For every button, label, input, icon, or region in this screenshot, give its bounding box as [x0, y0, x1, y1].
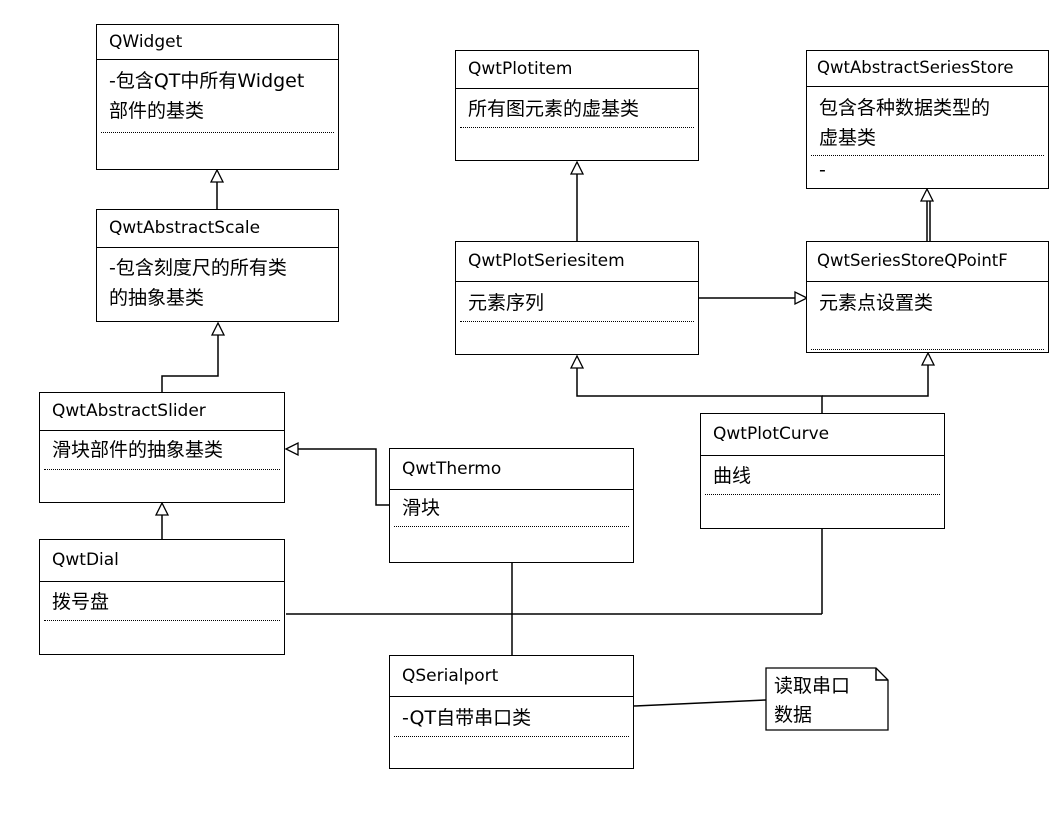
class-qwtplotseriesitem[interactable]: QwtPlotSeriesitem 元素序列 — [455, 241, 699, 355]
note-text: 读取串口 数据 — [774, 675, 851, 726]
section-separator — [394, 526, 629, 527]
class-qwtthermo[interactable]: QwtThermo 滑块 — [389, 448, 634, 563]
section-separator — [460, 321, 694, 322]
inherit-slider-scale — [161, 335, 219, 392]
inherit-arrow-series — [569, 354, 585, 369]
class-qwidget[interactable]: QWidget -包含QT中所有Widget 部件的基类 — [96, 24, 339, 170]
class-method: - — [819, 159, 826, 181]
class-name: QwtDial — [40, 540, 284, 582]
class-qwtseriesstoreqpointf[interactable]: QwtSeriesStoreQPointF 元素点设置类 — [806, 241, 1049, 353]
inherit-arrow-slider-from-thermo — [284, 441, 299, 457]
class-attribute: 滑块 — [402, 497, 441, 519]
class-name: QSerialport — [390, 656, 633, 697]
note-anchor-line — [633, 699, 767, 707]
class-attribute: 曲线 — [713, 465, 752, 487]
section-separator — [394, 736, 629, 737]
class-qwtabstractslider[interactable]: QwtAbstractSlider 滑块部件的抽象基类 — [39, 392, 285, 503]
section-separator — [101, 132, 334, 133]
inherit-curve-store — [822, 365, 929, 397]
inherit-arrow-slider-from-dial — [154, 501, 170, 516]
class-qwtplotcurve[interactable]: QwtPlotCurve 曲线 — [700, 413, 945, 529]
inherit-curve-series — [576, 368, 823, 413]
inherit-thermo-slider — [298, 448, 389, 506]
class-attribute: -QT自带串口类 — [402, 707, 532, 729]
class-name: QwtPlotCurve — [701, 414, 944, 456]
class-attribute: 拨号盘 — [52, 591, 110, 613]
section-separator — [44, 620, 280, 621]
note-shape — [765, 667, 889, 731]
class-name: QwtAbstractScale — [97, 210, 338, 248]
class-name: QwtSeriesStoreQPointF — [807, 242, 1048, 282]
class-qwtdial[interactable]: QwtDial 拨号盘 — [39, 539, 285, 655]
class-qwtabstractseriesstore[interactable]: QwtAbstractSeriesStore 包含各种数据类型的 虚基类 - — [806, 50, 1049, 189]
class-name: QwtThermo — [390, 449, 633, 490]
class-attribute: 包含各种数据类型的 虚基类 — [819, 97, 991, 149]
section-separator — [811, 349, 1044, 350]
section-separator — [460, 127, 694, 128]
class-attribute: 元素点设置类 — [819, 292, 934, 314]
class-name: QWidget — [97, 25, 338, 60]
class-qserialport[interactable]: QSerialport -QT自带串口类 — [389, 655, 634, 769]
class-name: QwtPlotitem — [456, 51, 698, 89]
note-fold — [875, 668, 888, 681]
class-attribute: 所有图元素的虚基类 — [468, 98, 640, 120]
class-attribute: -包含QT中所有Widget 部件的基类 — [109, 70, 305, 122]
inherit-arrow-widget — [209, 168, 225, 183]
class-name: QwtPlotSeriesitem — [456, 242, 698, 282]
section-separator — [811, 155, 1044, 156]
class-attribute: 元素序列 — [468, 292, 545, 314]
class-name: QwtAbstractSlider — [40, 393, 284, 431]
inherit-arrow-scale — [210, 321, 226, 336]
note: 读取串口 数据 — [766, 668, 876, 730]
class-qwtabstractscale[interactable]: QwtAbstractScale -包含刻度尺的所有类 的抽象基类 — [96, 209, 339, 322]
assoc-arrow-store — [794, 290, 809, 306]
class-name: QwtAbstractSeriesStore — [807, 51, 1048, 87]
section-separator — [705, 494, 940, 495]
class-attribute: -包含刻度尺的所有类 的抽象基类 — [109, 257, 287, 309]
inherit-arrow-store-from-curve — [920, 351, 936, 366]
class-qwtplotitem[interactable]: QwtPlotitem 所有图元素的虚基类 — [455, 50, 699, 161]
inherit-arrow-plotitem — [569, 160, 585, 175]
inherit-arrow-abstractstore — [919, 187, 935, 202]
section-separator — [44, 469, 280, 470]
class-attribute: 滑块部件的抽象基类 — [52, 439, 224, 461]
